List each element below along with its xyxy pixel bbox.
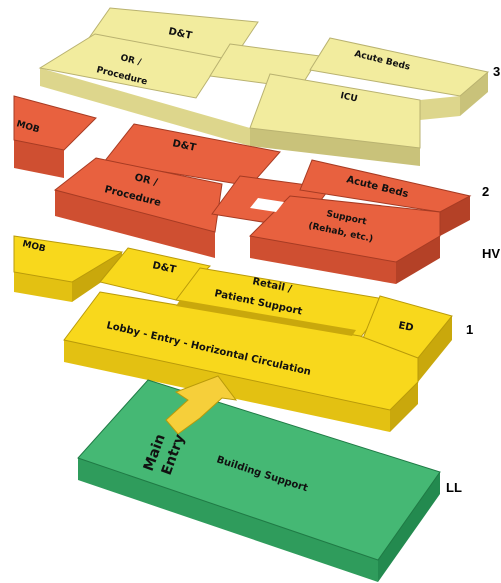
level-2-dt-label: D&T [171,138,197,154]
level-1-stack: MOB D&T Retail / Patient Support ED Lobb… [13,235,473,432]
level-2-courtyard-opening [250,198,284,212]
level-3-or-block [38,33,223,99]
level-1-lobby-front [64,340,390,432]
level-1-ed-side [418,316,452,382]
level-1-retail-slot [176,300,356,336]
level-1-mob-side [72,252,122,302]
level-2-or-block [53,157,223,233]
level-2-support-block [248,195,441,263]
level-3-acute-side [460,72,488,116]
level-1-marker: 1 [466,322,473,337]
level-1-ed-label: ED [397,320,414,334]
level-3-marker: 3 [493,64,500,79]
level-3-icu-label: ICU [339,91,358,104]
level-2-acute-side [440,196,470,236]
level-2-marker: 2 [482,184,489,199]
level-1-mob-block [13,235,124,283]
ll-marker: LL [446,480,462,495]
level-1-lobby-block [63,291,419,411]
level-1-lobby-side [390,382,418,432]
level-2-front-face [55,190,215,258]
level-3-dt-label: D&T [167,26,193,42]
level-3-front-face [40,68,250,146]
level-1-dt-label: D&T [151,260,177,276]
lower-level-stack: Building Support Main Entry LL [77,375,462,582]
level-2-stack: MOB D&T OR / Procedure Acute Beds Suppor… [13,95,489,284]
ll-building-support-block [77,379,441,561]
level-2-mob-front [14,140,64,178]
level-3-acute-front [420,96,460,120]
hv-marker: HV [482,246,500,261]
level-3-acute-block [309,37,490,97]
ll-side-face [378,472,440,582]
level-3-icu-block [249,73,421,149]
ll-front-face [78,458,378,582]
level-2-support-front [250,236,396,284]
level-3-stack: D&T OR / Procedure Acute Beds ICU 3 [38,7,500,166]
main-entry-arrow [165,375,238,435]
level-2-support-side [396,236,440,284]
level-2-mob-block [13,95,97,151]
level-3-right-face [250,128,420,166]
